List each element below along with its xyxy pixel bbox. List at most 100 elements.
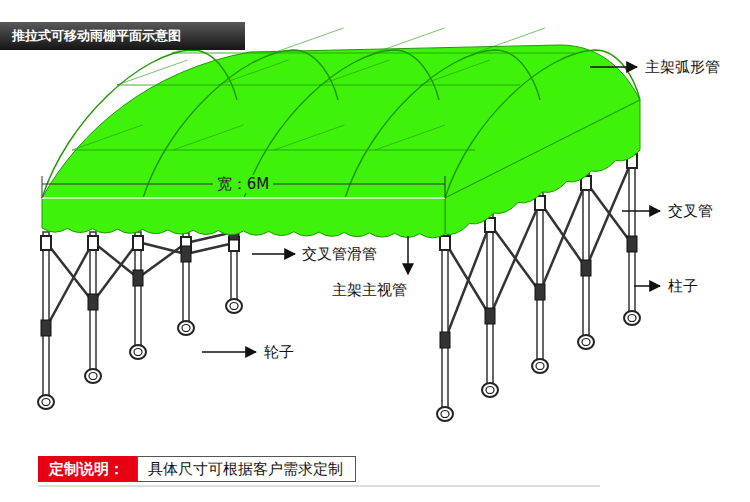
cross-tube bbox=[445, 224, 490, 340]
wheel-hub bbox=[134, 349, 142, 356]
wheel bbox=[38, 395, 54, 409]
wheel bbox=[482, 383, 498, 397]
slide-sleeve bbox=[133, 270, 143, 286]
purlin bbox=[117, 85, 218, 86]
wheel-hub bbox=[582, 339, 590, 346]
top-cap bbox=[440, 236, 450, 250]
cross-tube bbox=[540, 182, 586, 292]
truss bbox=[319, 60, 390, 85]
part-label: 宽：6M bbox=[213, 175, 274, 193]
leader-arrow bbox=[634, 285, 660, 287]
slide-sleeve bbox=[440, 332, 450, 348]
leader-arrow bbox=[407, 236, 409, 274]
cross-tube bbox=[93, 242, 138, 302]
truss bbox=[173, 125, 244, 150]
wheel bbox=[130, 345, 146, 359]
top-cap bbox=[41, 236, 51, 250]
truss bbox=[374, 28, 445, 53]
wheel bbox=[437, 407, 453, 421]
truss bbox=[218, 60, 289, 85]
truss bbox=[375, 125, 445, 150]
purlin bbox=[273, 53, 374, 54]
post bbox=[537, 192, 543, 362]
slide-sleeve bbox=[535, 284, 545, 300]
note-text: 定制说明： bbox=[39, 457, 136, 481]
top-cap bbox=[88, 236, 98, 250]
cross-tube bbox=[490, 202, 540, 316]
leader-arrow bbox=[590, 66, 637, 68]
purlin bbox=[173, 150, 274, 151]
purlin bbox=[374, 53, 475, 54]
wheel bbox=[178, 321, 194, 335]
wheel-hub bbox=[628, 315, 636, 322]
top-cap bbox=[485, 218, 495, 232]
wheel-hub bbox=[441, 411, 449, 418]
slide-sleeve bbox=[181, 246, 191, 262]
cross-tube bbox=[138, 243, 186, 278]
slide-sleeve bbox=[485, 308, 495, 324]
slide-sleeve bbox=[41, 320, 51, 336]
top-cap bbox=[133, 236, 143, 250]
post bbox=[43, 232, 49, 398]
wheel bbox=[226, 299, 242, 313]
purlin bbox=[420, 85, 520, 86]
wheel-hub bbox=[486, 387, 494, 394]
wheel-hub bbox=[182, 325, 190, 332]
wheel bbox=[578, 335, 594, 349]
dimension-tick bbox=[42, 176, 43, 198]
leader-lines bbox=[202, 67, 660, 352]
front-edge bbox=[42, 197, 445, 199]
note-tag: 定制说明： bbox=[38, 456, 137, 482]
part-label: 交叉管 bbox=[668, 202, 713, 220]
rule-line bbox=[38, 486, 600, 487]
truss bbox=[273, 28, 344, 53]
part-label: 轮子 bbox=[264, 343, 294, 361]
post bbox=[442, 232, 448, 410]
post bbox=[487, 214, 493, 386]
wheel-hub bbox=[536, 363, 544, 370]
arch-tube bbox=[143, 50, 338, 198]
dimension-tick bbox=[445, 176, 446, 198]
purlin bbox=[72, 150, 173, 151]
leader-arrow bbox=[622, 210, 660, 212]
wheel bbox=[85, 369, 101, 383]
truss bbox=[420, 60, 490, 85]
cross-tube bbox=[586, 160, 632, 268]
truss bbox=[72, 125, 143, 150]
part-label: 主架弧形管 bbox=[645, 58, 720, 76]
truss bbox=[274, 125, 345, 150]
slide-sleeve bbox=[88, 294, 98, 310]
slide-sleeve bbox=[581, 260, 591, 276]
title-band: 推拉式可移动雨棚平面示意图 bbox=[0, 22, 245, 50]
arch-tube bbox=[42, 50, 237, 198]
wheel bbox=[624, 311, 640, 325]
part-label: 交叉管滑管 bbox=[302, 245, 377, 263]
cross-tube bbox=[186, 243, 234, 254]
note-text: 具体尺寸可根据客户需求定制 bbox=[138, 457, 355, 481]
wheel-hub bbox=[230, 303, 238, 310]
leader-arrow bbox=[252, 253, 295, 255]
cross-tube bbox=[46, 242, 93, 328]
cross-tube bbox=[46, 242, 93, 302]
front-valance bbox=[42, 198, 445, 238]
title: 推拉式可移动雨棚平面示意图 bbox=[0, 22, 245, 50]
purlin bbox=[319, 85, 420, 86]
part-label: 主架主视管 bbox=[332, 281, 407, 299]
side-valance bbox=[445, 100, 640, 234]
part-label: 柱子 bbox=[668, 277, 698, 295]
wheel-hub bbox=[89, 373, 97, 380]
slide-sleeve bbox=[627, 236, 637, 252]
note-box: 具体尺寸可根据客户需求定制 bbox=[137, 456, 356, 482]
wheel-hub bbox=[42, 399, 50, 406]
purlin bbox=[172, 53, 273, 54]
post bbox=[629, 150, 635, 314]
purlin bbox=[375, 150, 475, 151]
purlin bbox=[475, 53, 575, 54]
purlin bbox=[274, 150, 375, 151]
wheel bbox=[532, 359, 548, 373]
leader-arrow bbox=[202, 351, 256, 353]
truss bbox=[117, 60, 188, 85]
post bbox=[583, 172, 589, 338]
canopy bbox=[42, 28, 640, 238]
